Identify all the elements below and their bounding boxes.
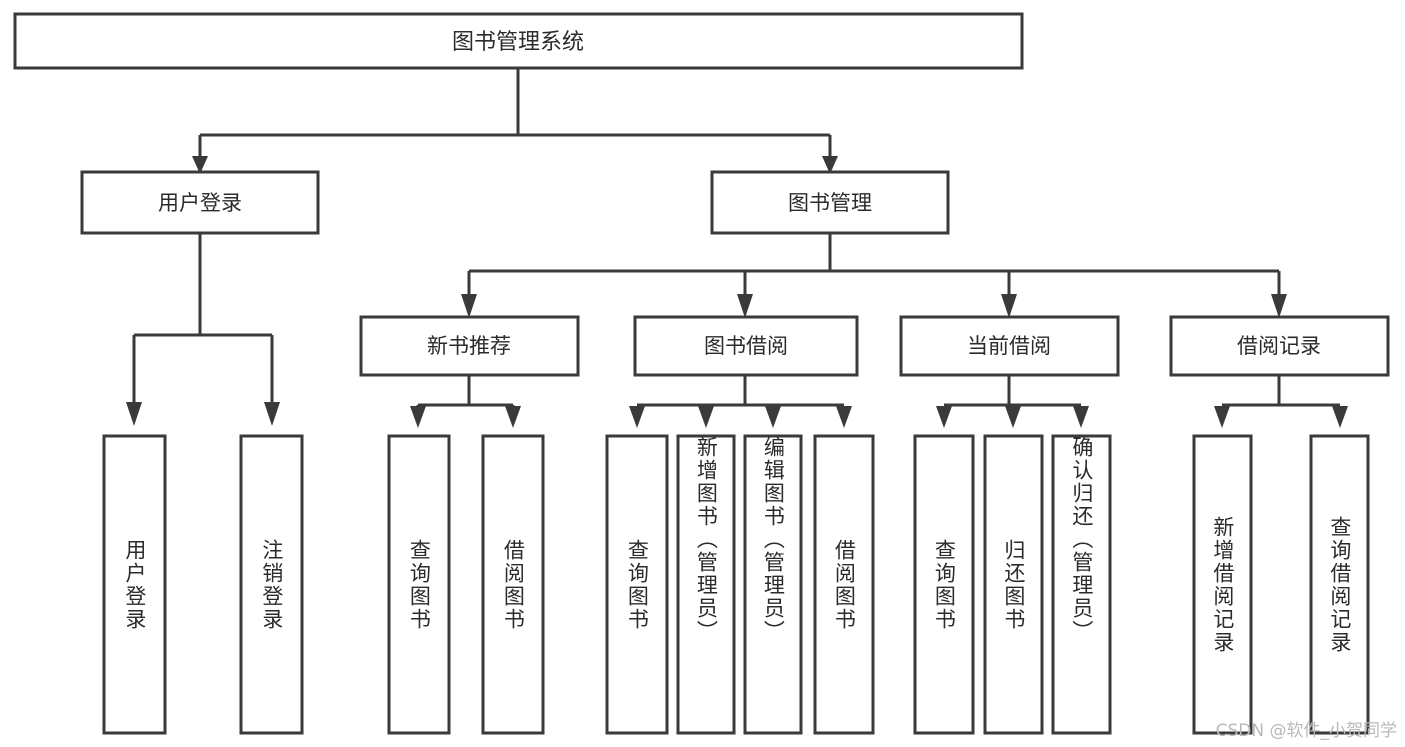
leaf-box-current-1[interactable] <box>913 434 975 735</box>
arrow-borrow-c4 <box>836 406 852 428</box>
node-borrow-record[interactable]: 借阅记录 <box>1169 315 1390 377</box>
node-current-borrow[interactable]: 当前借阅 <box>899 315 1120 377</box>
node-user-login-label: 用户登录 <box>158 191 242 215</box>
arrow-book-mgmt-c4 <box>1271 294 1287 318</box>
leaf-box-borrow-2[interactable] <box>676 434 736 735</box>
arrow-recommend-c1 <box>410 406 426 428</box>
arrow-borrow-c2 <box>698 406 714 428</box>
arrow-record-c1 <box>1214 406 1230 428</box>
node-current-borrow-label: 当前借阅 <box>967 334 1051 358</box>
arrow-current-c2 <box>1005 406 1021 428</box>
node-book-management-box[interactable] <box>710 170 950 235</box>
leaf-box-record-2[interactable] <box>1309 434 1370 735</box>
leaf-box-recommend-2[interactable] <box>481 434 545 735</box>
arrow-user-login-c2 <box>264 402 280 426</box>
leaf-box-user-login-1[interactable] <box>102 434 167 735</box>
arrow-current-c1 <box>936 406 952 428</box>
node-root[interactable]: 图书管理系统 <box>13 12 1024 70</box>
node-root-label: 图书管理系统 <box>452 30 584 55</box>
arrow-user-login-c1 <box>126 402 142 426</box>
node-book-borrow-box[interactable] <box>633 315 859 377</box>
leaf-box-recommend-1[interactable] <box>387 434 451 735</box>
arrow-root-to-user-login <box>192 156 208 174</box>
node-root-box[interactable] <box>13 12 1024 70</box>
arrow-current-c3 <box>1073 406 1089 428</box>
arrow-borrow-c3 <box>765 406 781 428</box>
node-user-login[interactable]: 用户登录 <box>80 170 320 235</box>
arrow-book-mgmt-c2 <box>737 294 753 318</box>
leaf-box-current-2[interactable] <box>983 434 1044 735</box>
node-borrow-record-label: 借阅记录 <box>1237 334 1321 358</box>
leaf-box-record-1[interactable] <box>1192 434 1253 735</box>
node-user-login-box[interactable] <box>80 170 320 235</box>
connector-group <box>126 68 1348 428</box>
node-book-borrow-label: 图书借阅 <box>704 334 788 358</box>
arrow-book-mgmt-c3 <box>1001 294 1017 318</box>
arrow-borrow-c1 <box>629 406 645 428</box>
leaf-box-current-3[interactable] <box>1051 434 1112 735</box>
node-book-management-label: 图书管理 <box>788 191 872 215</box>
leaf-box-borrow-3[interactable] <box>743 434 803 735</box>
arrow-record-c2 <box>1332 406 1348 428</box>
node-new-book-recommend[interactable]: 新书推荐 <box>359 315 580 377</box>
leaf-box-borrow-4[interactable] <box>813 434 875 735</box>
leaf-box-user-login-2[interactable] <box>239 434 304 735</box>
arrow-book-mgmt-c1 <box>461 294 477 318</box>
node-new-book-recommend-box[interactable] <box>359 315 580 377</box>
arrow-recommend-c2 <box>505 406 521 428</box>
node-book-management[interactable]: 图书管理 <box>710 170 950 235</box>
node-new-book-recommend-label: 新书推荐 <box>427 334 511 358</box>
node-book-borrow[interactable]: 图书借阅 <box>633 315 859 377</box>
node-current-borrow-box[interactable] <box>899 315 1120 377</box>
arrow-root-to-book-mgmt <box>822 156 838 174</box>
leaf-box-borrow-1[interactable] <box>605 434 669 735</box>
node-borrow-record-box[interactable] <box>1169 315 1390 377</box>
